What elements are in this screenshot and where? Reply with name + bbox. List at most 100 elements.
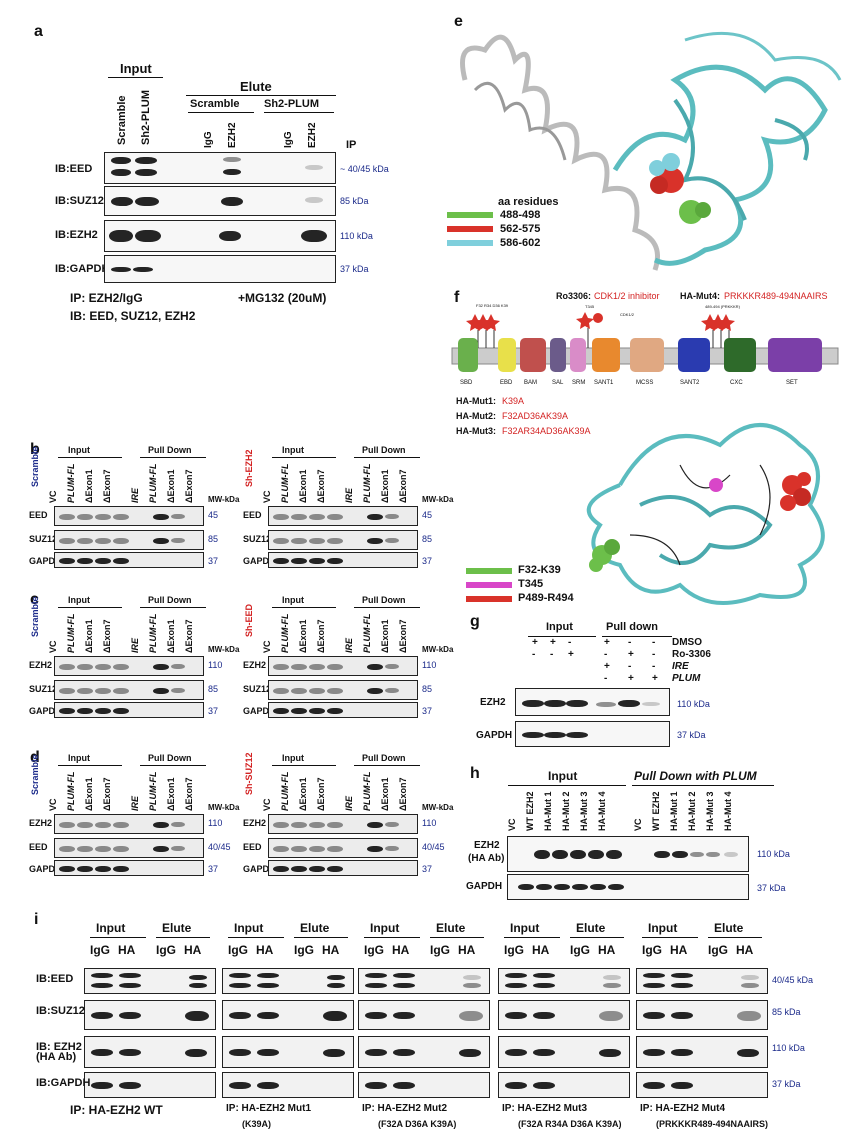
panel-a-input-header: Input — [120, 61, 152, 76]
band — [113, 688, 129, 694]
legend-label: F32-K39 — [518, 564, 561, 576]
band — [95, 822, 111, 828]
mw-label: 85 kDa — [340, 196, 369, 206]
condition-label: Scramble — [30, 446, 40, 487]
band — [741, 983, 759, 988]
lane-label: HA-Mut 1 — [543, 791, 553, 832]
band — [113, 664, 129, 670]
footer: IP: EZH2/IgG — [70, 291, 143, 305]
mw-label: 85 kDa — [772, 1007, 801, 1017]
band — [643, 983, 665, 988]
band — [257, 973, 279, 978]
i-blot-strip — [498, 1036, 630, 1068]
band — [185, 1049, 207, 1057]
divider — [642, 937, 698, 938]
band — [393, 1012, 415, 1019]
sign-cell: + — [628, 649, 634, 660]
input-header: Input — [282, 445, 304, 455]
band — [599, 1049, 621, 1057]
band — [367, 538, 383, 544]
ro-label: Ro3306: — [556, 291, 592, 301]
blot-strip — [268, 656, 418, 676]
mw-kda-label: MW-kDa — [208, 495, 240, 504]
i-blot-strip — [498, 968, 630, 994]
row-label: IB:EED — [36, 973, 74, 985]
sign-cell: + — [628, 673, 634, 684]
blot-strip — [268, 680, 418, 700]
mutant-label: HA-Mut2: — [456, 411, 496, 421]
lane-label: HA — [322, 943, 340, 957]
band — [257, 983, 279, 988]
panel-a-ip-label: IP — [346, 139, 357, 151]
lane-label: IgG — [570, 943, 590, 957]
protein-structure-e — [460, 31, 842, 271]
mutant-label: HA-Mut3: — [456, 426, 496, 436]
divider — [354, 607, 420, 608]
band — [505, 983, 527, 988]
band — [327, 975, 345, 980]
mw-kda-label: MW-kDa — [422, 495, 454, 504]
band — [113, 558, 129, 564]
divider — [140, 765, 206, 766]
lane-label: ΔExon1 — [166, 619, 176, 653]
mw-kda-label: MW-kDa — [208, 645, 240, 654]
blot-strip — [268, 506, 418, 526]
band — [59, 846, 75, 852]
lane-label: HA — [736, 943, 754, 957]
lane-label: HA-Mut 3 — [579, 791, 589, 832]
band — [741, 975, 759, 980]
i-input-header: Input — [234, 921, 264, 935]
i-input-header: Input — [370, 921, 400, 935]
row-label: IB:GAPDH — [36, 1077, 91, 1089]
i-input-header: Input — [96, 921, 126, 935]
mw-label: 110 kDa — [340, 231, 373, 241]
divider — [354, 765, 420, 766]
ip-caption: IP: HA-EZH2 WT — [70, 1103, 163, 1117]
domain-label: BAM — [524, 380, 538, 386]
mw-label: 37 — [422, 706, 433, 716]
lane-label: ΔExon7 — [102, 469, 112, 503]
row-label-2: (HA Ab) — [468, 853, 505, 864]
band — [365, 983, 387, 988]
band — [643, 1012, 665, 1019]
legend-swatch — [447, 240, 493, 246]
band — [327, 688, 343, 694]
domain-label: SRM — [572, 380, 586, 386]
lane-label: ΔExon7 — [398, 619, 408, 653]
blot-eed — [104, 152, 336, 184]
row-label: GAPDH — [243, 864, 276, 874]
lane-label: ΔExon1 — [380, 777, 390, 811]
lane-label: ΔExon7 — [316, 469, 326, 503]
ip-caption-detail: (F32A D36A K39A) — [378, 1119, 457, 1129]
band — [533, 1049, 555, 1056]
pulldown-header: Pull Down — [362, 595, 406, 605]
input-header: Input — [68, 595, 90, 605]
band — [671, 1049, 693, 1056]
band — [323, 1049, 345, 1057]
ip-caption-detail: (F32A R34A D36A K39A) — [518, 1119, 622, 1129]
band — [385, 846, 399, 851]
band — [533, 1082, 555, 1089]
band — [393, 973, 415, 978]
lane-label: IgG — [708, 943, 728, 957]
mw-label: 110 kDa — [772, 1043, 805, 1053]
band — [309, 822, 325, 828]
lane-label: IgG — [156, 943, 176, 957]
divider — [140, 457, 206, 458]
legend-label: 562-575 — [500, 223, 541, 235]
band — [153, 538, 169, 544]
row-label: SUZ12 — [29, 534, 58, 544]
lane-label: ΔExon7 — [316, 777, 326, 811]
band — [59, 708, 75, 714]
domain-label: SAL — [552, 380, 564, 386]
ip-caption-detail: (PRKKKR489-494NAAIRS) — [656, 1119, 769, 1129]
blot-gapdh — [104, 255, 336, 283]
lane-label: PLUM-FL — [280, 613, 290, 654]
i-blot-strip — [636, 1072, 768, 1098]
band — [327, 866, 343, 872]
band — [153, 822, 169, 828]
band — [95, 708, 111, 714]
band — [505, 1012, 527, 1019]
h-blot-ezh2 — [507, 836, 749, 872]
lane-label: ΔExon1 — [298, 469, 308, 503]
